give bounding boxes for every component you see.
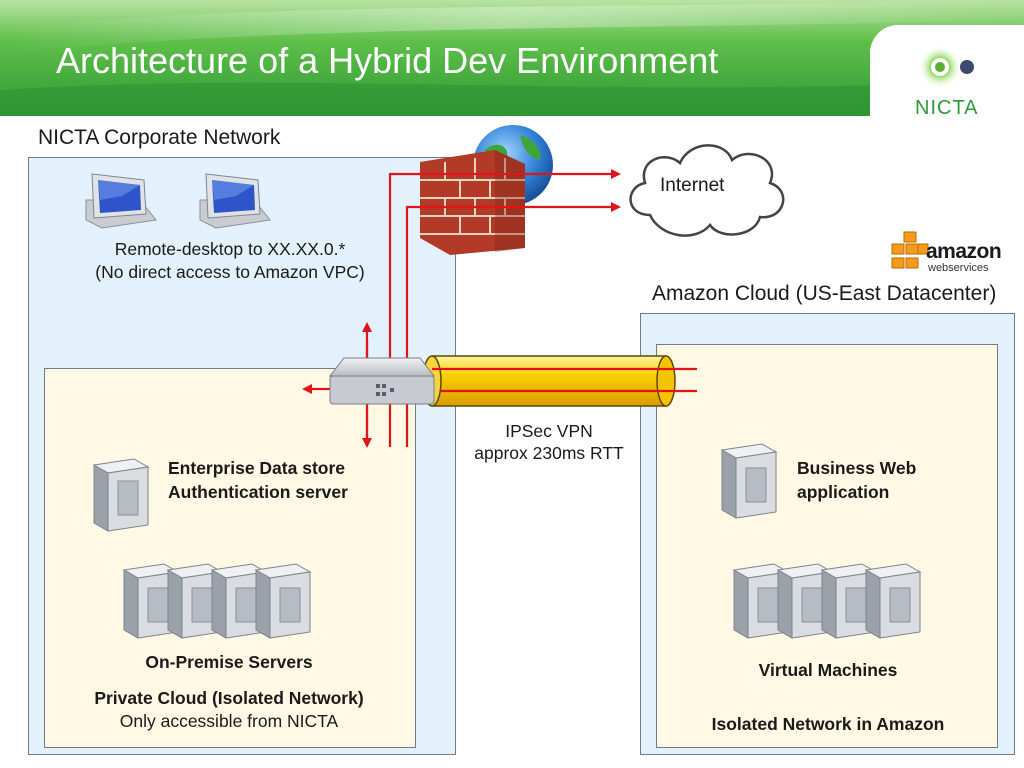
enterprise-server-icon: [92, 458, 150, 532]
page-title: Architecture of a Hybrid Dev Environment: [56, 40, 719, 81]
authentication-server-label: Authentication server: [168, 482, 348, 502]
business-web-label: Business Web: [797, 458, 917, 478]
corporate-network-heading: NICTA Corporate Network: [38, 126, 281, 149]
internet-cloud-icon: [629, 144, 785, 237]
business-web-server-icon: [720, 443, 778, 519]
desktop-computer-icon: [199, 173, 271, 229]
isolated-network-label: Isolated Network in Amazon: [711, 714, 945, 734]
virtual-machines-icon: [732, 563, 921, 639]
private-cloud-subtitle: Only accessible from NICTA: [119, 711, 339, 731]
amazon-boxes-icon: [891, 231, 929, 269]
on-premise-servers-icon: [122, 563, 311, 639]
on-premise-servers-label: On-Premise Servers: [145, 652, 313, 672]
firewall-globe-icon: [420, 125, 553, 255]
remote-desktop-label: Remote-desktop to XX.XX.0.*: [114, 239, 346, 259]
nicta-logo-text: NICTA: [915, 97, 979, 119]
private-cloud-title: Private Cloud (Isolated Network): [94, 688, 364, 708]
vpn-rtt-label: approx 230ms RTT: [474, 443, 624, 463]
enterprise-data-store-label: Enterprise Data store: [168, 458, 346, 478]
router-icon: [328, 357, 436, 405]
amazon-cloud-heading: Amazon Cloud (US-East Datacenter): [652, 282, 997, 305]
virtual-machines-label: Virtual Machines: [758, 660, 898, 680]
nicta-logo-icon: [918, 45, 974, 89]
webservices-logo-text: webservices: [928, 262, 989, 274]
application-label: application: [797, 482, 890, 502]
private-cloud-box: [44, 368, 416, 748]
header-banner: [0, 0, 1024, 116]
ipsec-vpn-label: IPSec VPN: [505, 421, 593, 441]
internet-label: Internet: [660, 175, 725, 196]
isolated-network-box: [656, 344, 998, 748]
amazon-logo-text: amazon: [926, 240, 1002, 263]
no-direct-access-label: (No direct access to Amazon VPC): [95, 262, 365, 282]
desktop-computer-icon: [85, 173, 157, 229]
